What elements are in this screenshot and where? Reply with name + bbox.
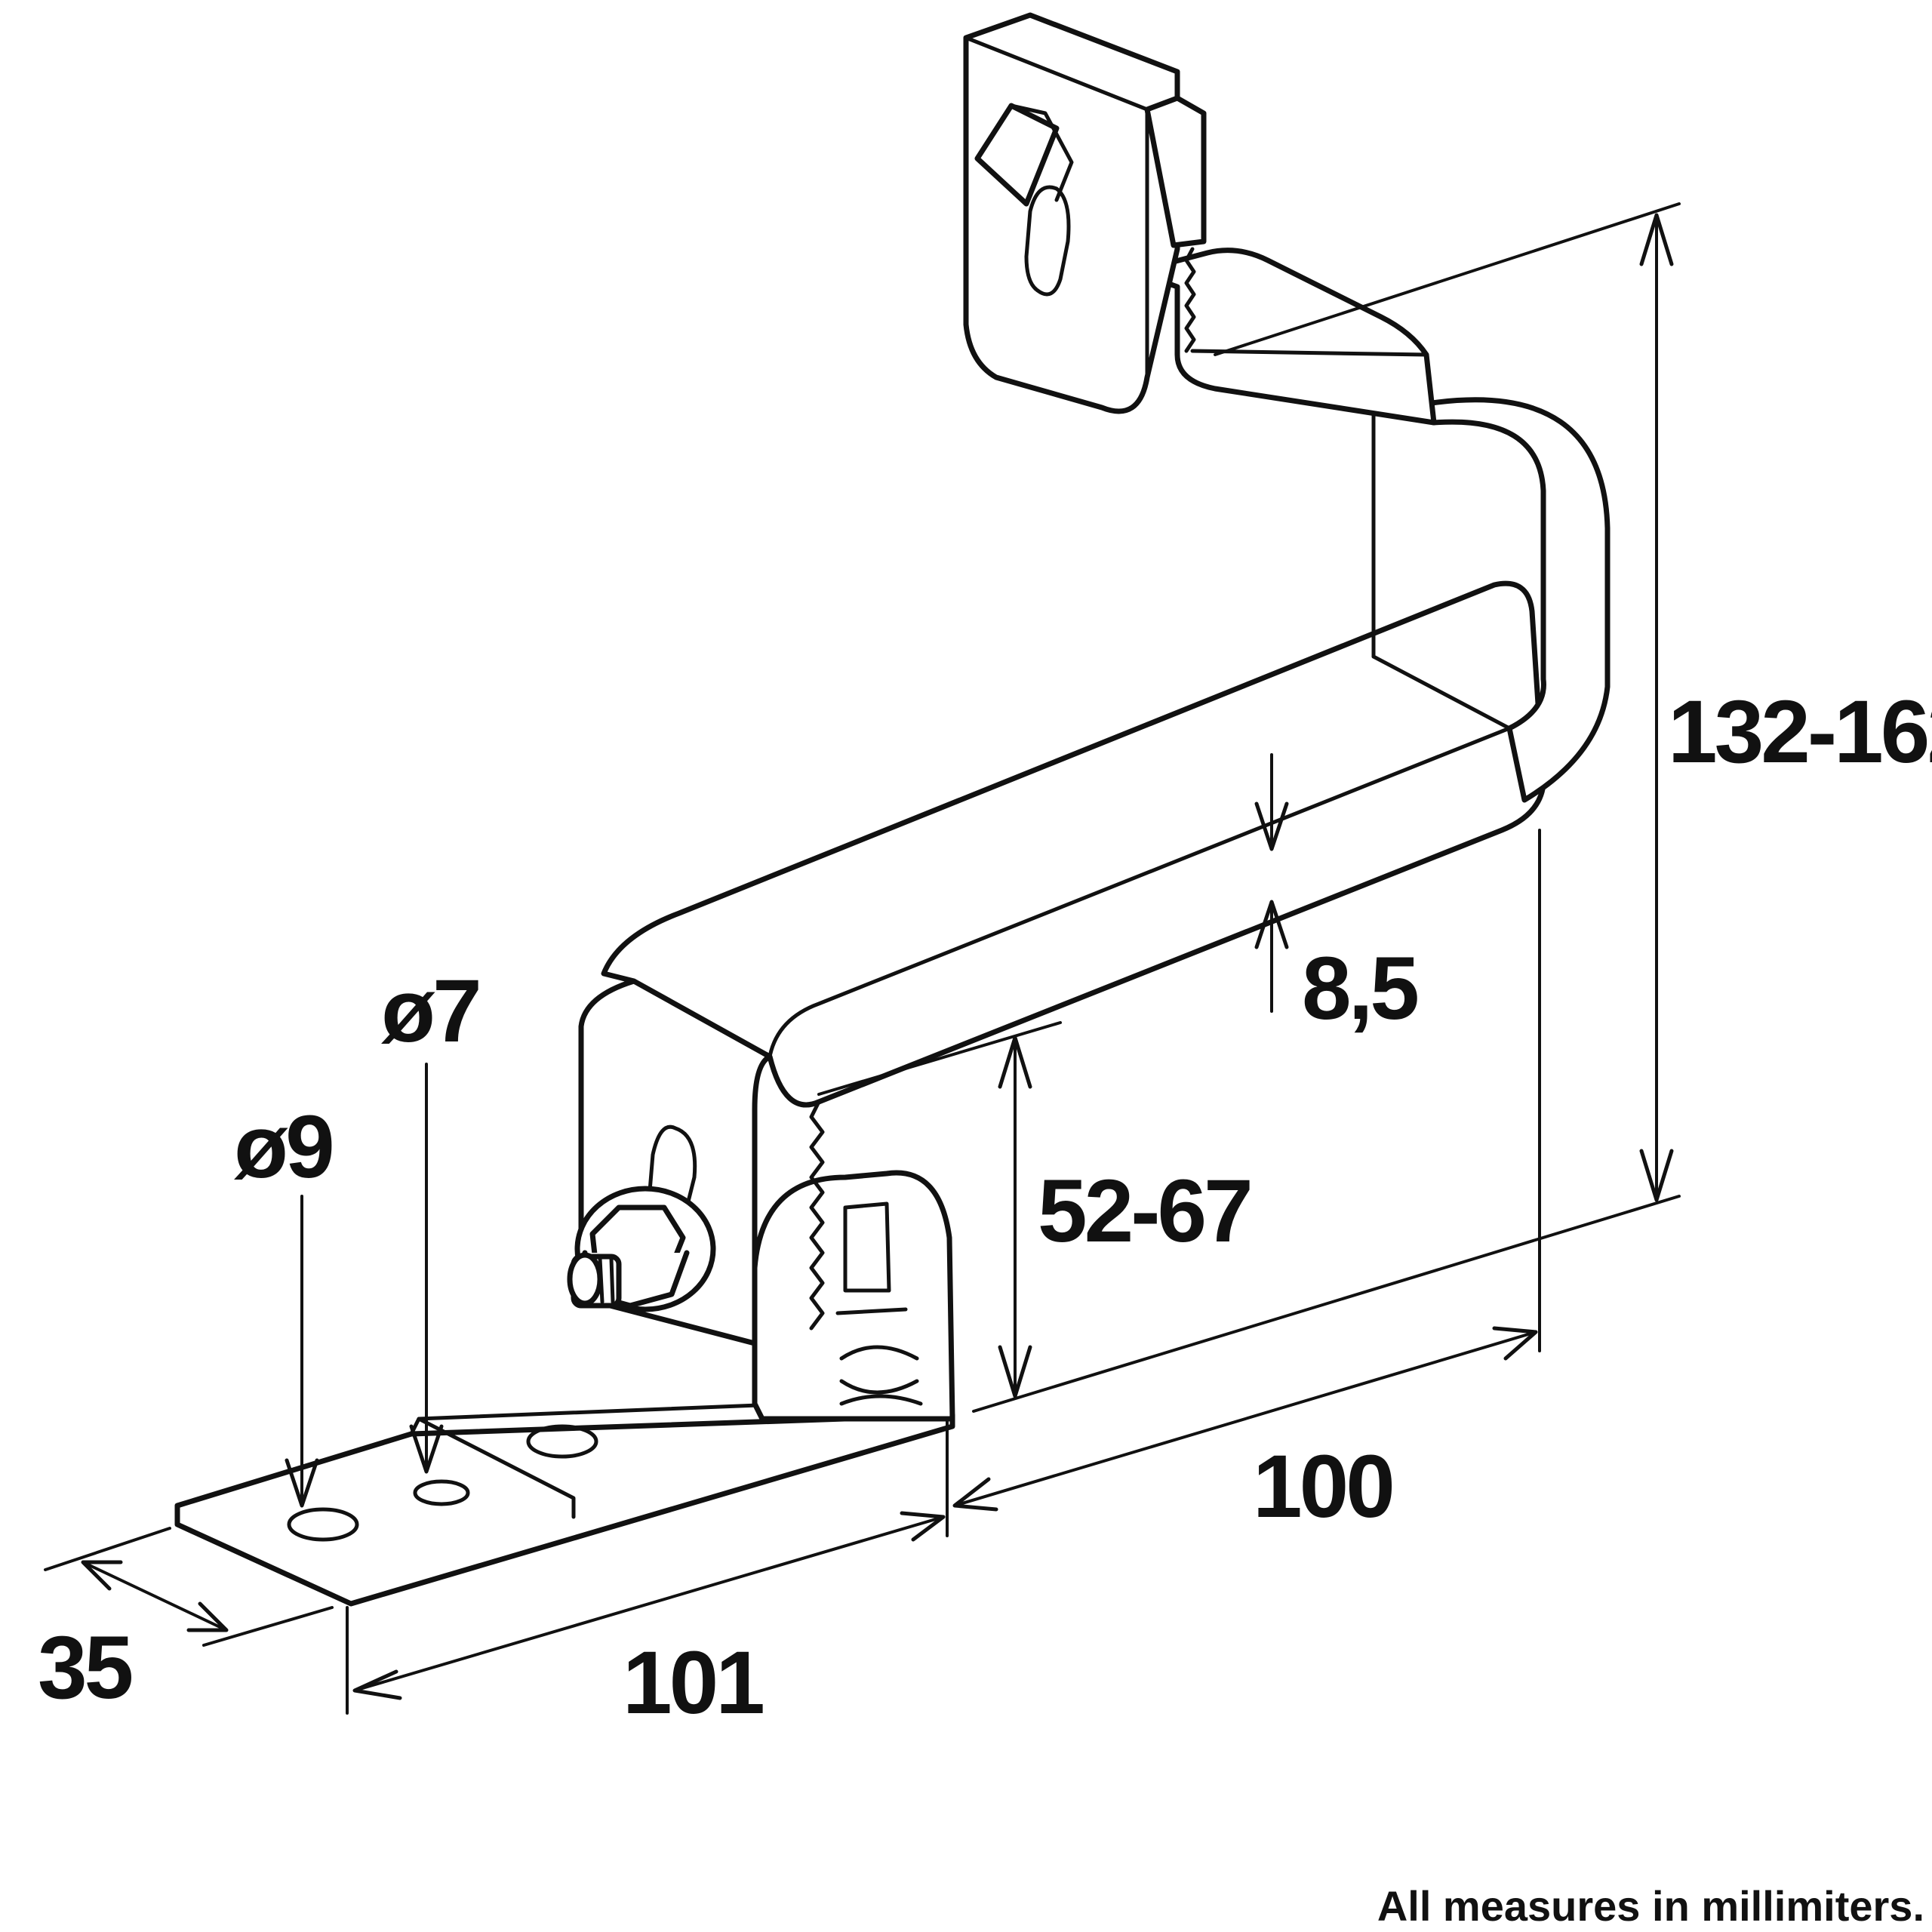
hole-7mm [413, 1479, 470, 1506]
hole-rear [526, 1424, 598, 1459]
dim-thickness-label: 8,5 [1302, 939, 1417, 1038]
hole-9mm [287, 1507, 359, 1542]
base-plate [174, 1398, 955, 1607]
dim-base-length-label: 101 [623, 1633, 763, 1733]
dim-hook-reach-label: 100 [1253, 1437, 1392, 1537]
dim-hole-small-label: ø7 [381, 961, 479, 1061]
dim-total-height-label: 132-162 [1668, 682, 1932, 782]
dim-hole-large-label: ø9 [234, 1097, 332, 1197]
hook-body [578, 12, 1611, 1346]
dim-base-height-label: 52-67 [1038, 1161, 1251, 1261]
units-note: All measures in millimiters. [1377, 1882, 1924, 1930]
dimension-lines [44, 202, 1681, 1715]
dim-base-width-label: 35 [38, 1618, 132, 1718]
bolt-and-nut [567, 1124, 716, 1312]
rail-profile [752, 1170, 955, 1422]
